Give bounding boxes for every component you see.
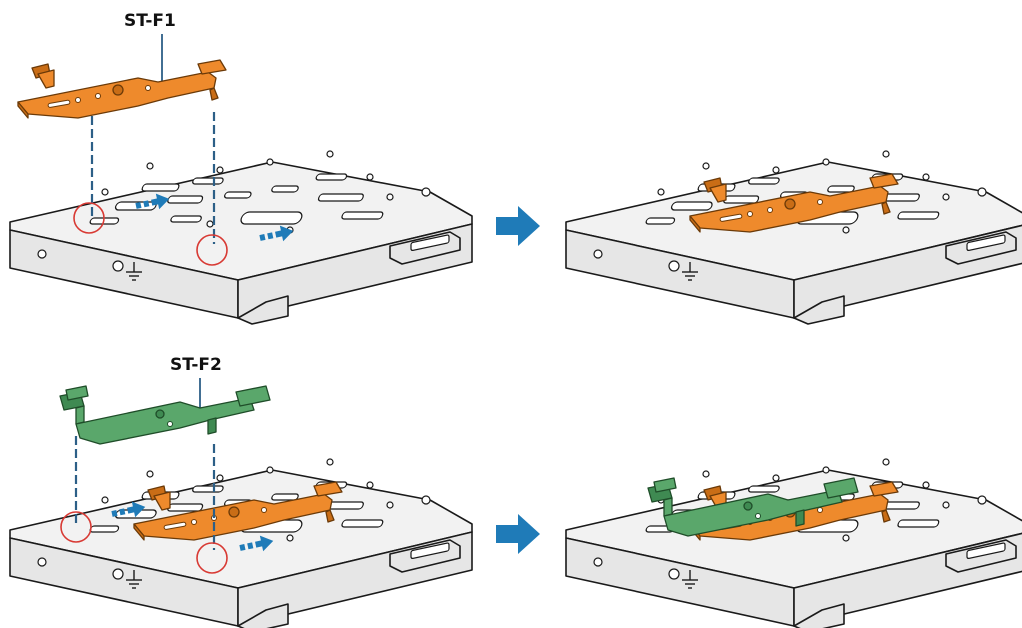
bracket-st-f2 [59,385,271,445]
mounting-tray-assembled [566,459,1022,628]
bracket-label-st-f1: ST-F1 [124,11,176,31]
mounting-tray-assembled [566,151,1022,324]
callout-circle [196,234,228,266]
callout-circle [196,542,228,574]
callout-circle [73,202,105,234]
right-arrow-icon [496,514,540,554]
mounting-tray [10,459,472,628]
bracket-label-st-f2: ST-F2 [170,355,222,375]
mounting-tray [10,151,472,324]
right-arrow-icon [496,206,540,246]
bracket-st-f1 [17,59,227,119]
callout-circle [60,511,92,543]
